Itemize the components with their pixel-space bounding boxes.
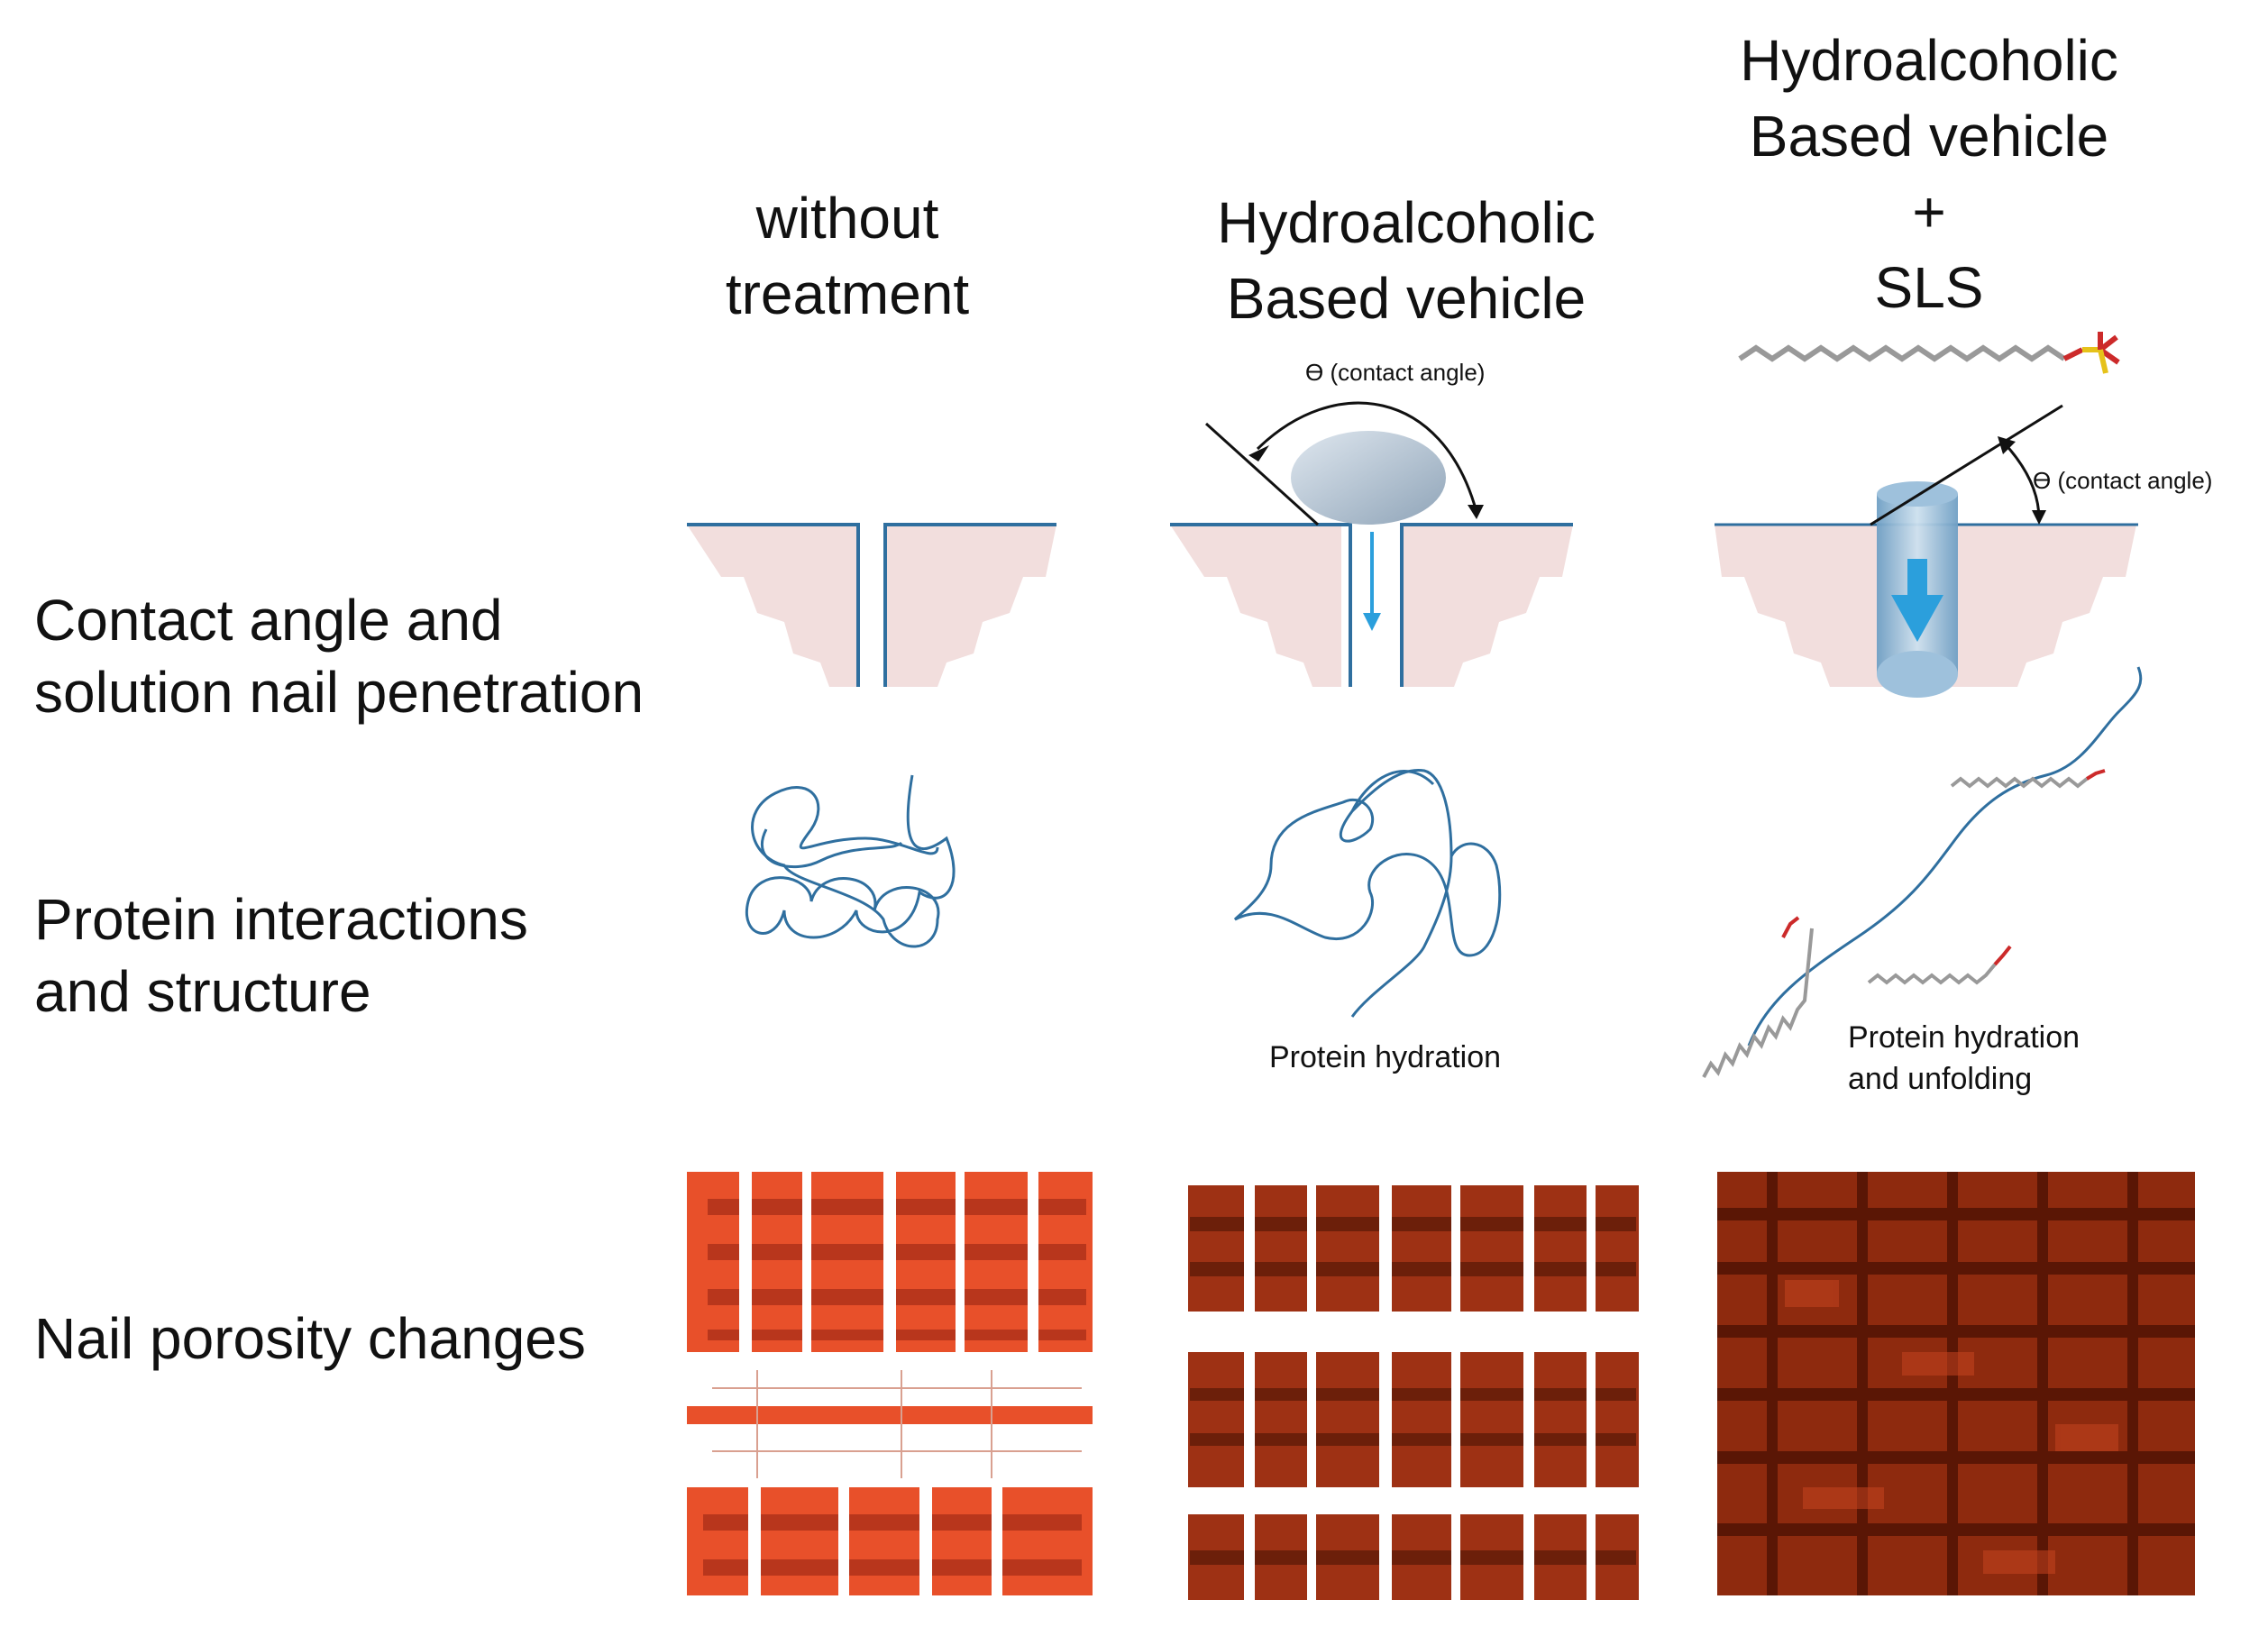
column-header-line: Based vehicle — [1226, 266, 1587, 331]
sls-molecule-icon — [1738, 332, 2120, 374]
row-header-line: Contact angle and — [34, 588, 503, 653]
column-header-hydroalcoholic-sls: Hydroalcoholic Based vehicle + SLS — [1704, 23, 2154, 325]
protein-unfolding-line: Protein hydration — [1848, 1020, 2081, 1055]
contact-angle-label-col2: ϴ (contact angle) — [1305, 359, 1486, 386]
porosity-panel-hydroalcoholic — [1188, 1185, 1639, 1600]
protein-unfolding-line: and unfolding — [1848, 1062, 2033, 1096]
nail-surface-hydroalcoholic-sls — [1715, 404, 2138, 698]
row-header-contact-angle: Contact angle and solution nail penetrat… — [34, 584, 644, 728]
protein-hydrated-coil — [1233, 768, 1502, 1018]
protein-unfolding-label: Protein hydration and unfolding — [1848, 1017, 2080, 1100]
row-header-porosity: Nail porosity changes — [34, 1303, 586, 1375]
column-header-line: Based vehicle — [1749, 104, 2109, 169]
column-header-line: Hydroalcoholic — [1217, 190, 1596, 255]
porosity-panel-hydroalcoholic-sls — [1717, 1172, 2195, 1595]
protein-hydration-label: Protein hydration — [1269, 1040, 1502, 1074]
porosity-panel-without-treatment — [687, 1172, 1093, 1595]
contact-angle-label-col3: ϴ (contact angle) — [2033, 467, 2213, 494]
column-header-line: treatment — [725, 261, 970, 326]
column-header-line: SLS — [1874, 255, 1984, 320]
nail-surface-hydroalcoholic — [1170, 401, 1573, 687]
row-header-line: Nail porosity changes — [34, 1306, 586, 1371]
sls-chains-near-protein — [1702, 769, 2106, 1078]
column-header-hydroalcoholic: Hydroalcoholic Based vehicle — [1181, 185, 1632, 336]
protein-folded-coil — [745, 774, 956, 948]
row-header-line: Protein interactions — [34, 887, 528, 952]
row-header-protein: Protein interactions and structure — [34, 883, 528, 1028]
row-header-line: and structure — [34, 959, 371, 1024]
column-header-line: without — [755, 186, 939, 251]
row-header-line: solution nail penetration — [34, 660, 645, 725]
column-header-without-treatment: without treatment — [712, 180, 983, 332]
column-header-line: Hydroalcoholic — [1740, 28, 2118, 93]
protein-unfolded-chain — [1747, 666, 2143, 1047]
column-header-line: + — [1912, 179, 1946, 244]
nail-surface-without-treatment — [687, 523, 1056, 687]
